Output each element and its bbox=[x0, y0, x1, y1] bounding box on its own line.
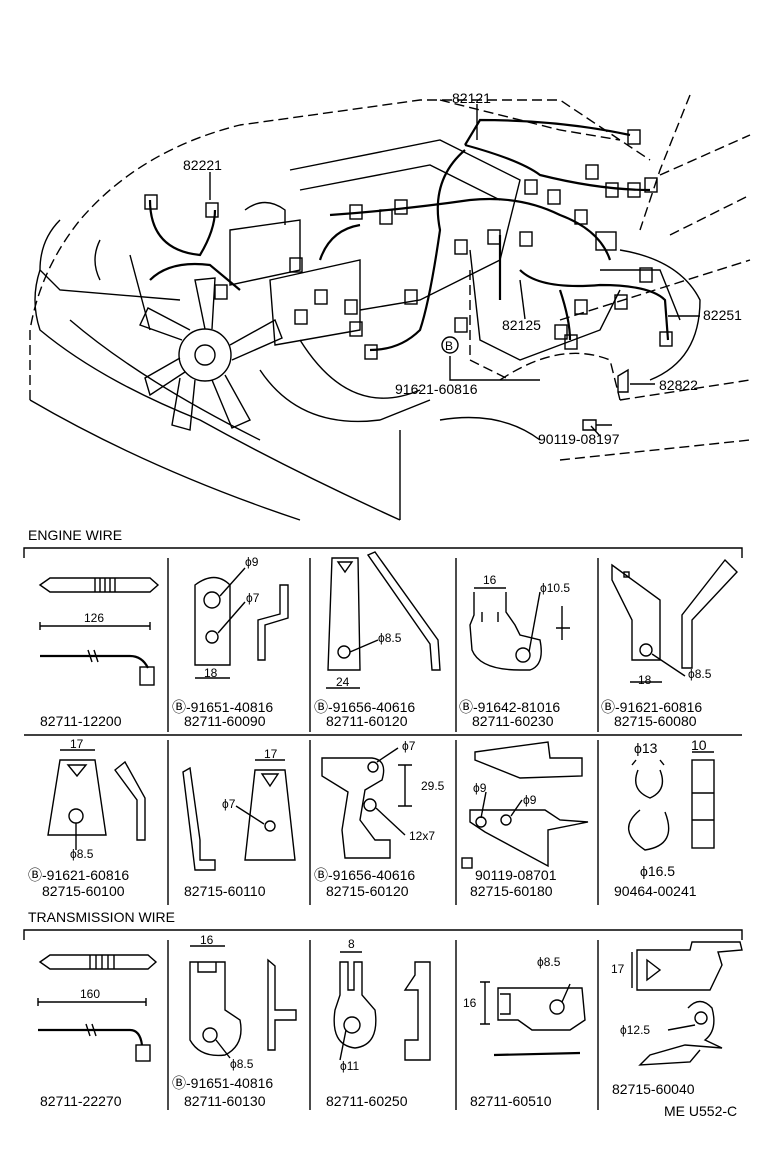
part-number: 82711-22270 bbox=[40, 1093, 122, 1109]
callout-82822: 82822 bbox=[659, 377, 698, 393]
engine-bay-illustration: B bbox=[29, 94, 751, 521]
bolt-icon bbox=[582, 419, 612, 431]
part-82711-60120-drawing bbox=[326, 551, 441, 689]
bolt-number: Ⓑ-91642-81016 bbox=[459, 699, 560, 715]
part-number: 82711-60130 bbox=[184, 1093, 266, 1109]
part-number: 82715-60110 bbox=[184, 883, 266, 899]
part-82711-60090-drawing bbox=[194, 567, 289, 679]
dim: ϕ8.5 bbox=[537, 955, 561, 969]
bolt-number: Ⓑ-91656-40616 bbox=[314, 867, 415, 883]
part-number: 82711-12200 bbox=[40, 713, 122, 729]
fan-icon bbox=[139, 277, 283, 431]
dim: ϕ7 bbox=[222, 797, 236, 811]
part-number: 82715-60040 bbox=[612, 1081, 695, 1097]
dim: 16 bbox=[463, 996, 477, 1010]
bolt-number: Ⓑ-91651-40816 bbox=[172, 699, 273, 715]
dim: 24 bbox=[336, 675, 350, 689]
dim: ϕ7 bbox=[402, 739, 416, 753]
callout-82121: 82121 bbox=[452, 90, 491, 106]
part-number: 82711-60510 bbox=[470, 1093, 552, 1109]
dim: 18 bbox=[638, 673, 652, 687]
part-number: 82711-60090 bbox=[184, 713, 266, 729]
dim: ϕ8.5 bbox=[70, 847, 94, 861]
dim: 160 bbox=[80, 987, 100, 1001]
dim: 12x7 bbox=[409, 829, 435, 843]
part-82715-60120-drawing bbox=[321, 747, 412, 859]
part-82711-12200-drawing bbox=[38, 577, 160, 686]
footer-code: ME U552-C bbox=[664, 1103, 737, 1119]
svg-text:B: B bbox=[445, 339, 453, 353]
dim: 126 bbox=[84, 611, 104, 625]
part-82715-60080-drawing bbox=[611, 558, 738, 683]
clamp-82822-icon bbox=[617, 368, 629, 393]
callout-bolt-91621: 91621-60816 bbox=[395, 381, 478, 397]
part-number: 90464-00241 bbox=[614, 883, 697, 899]
dim: 17 bbox=[264, 747, 278, 761]
part-82715-60040-drawing bbox=[631, 941, 743, 1066]
dim: ϕ7 bbox=[246, 591, 260, 605]
part-number: 82711-60120 bbox=[326, 713, 408, 729]
part-number: 82715-60120 bbox=[326, 883, 409, 899]
part-number: 82715-60100 bbox=[42, 883, 125, 899]
dim: 10 bbox=[691, 737, 707, 753]
bolt-number: 90119-08701 bbox=[475, 867, 557, 883]
part-number: 82711-60250 bbox=[326, 1093, 408, 1109]
dim: ϕ9 bbox=[473, 781, 487, 795]
dim: 17 bbox=[70, 737, 84, 751]
part-82711-22270-drawing bbox=[37, 954, 158, 1062]
dim: 8 bbox=[348, 937, 355, 951]
bolt-number: Ⓑ-91656-40616 bbox=[314, 699, 415, 715]
part-82711-60250-drawing bbox=[333, 951, 431, 1061]
dim: ϕ9 bbox=[245, 555, 259, 569]
dim: 18 bbox=[204, 666, 218, 680]
section-transmission-wire: TRANSMISSION WIRE bbox=[28, 909, 175, 925]
dim: ϕ11 bbox=[340, 1059, 360, 1073]
callout-82251: 82251 bbox=[703, 307, 742, 323]
engine-grid bbox=[24, 558, 742, 905]
dim: ϕ9 bbox=[523, 793, 537, 807]
dim: ϕ10.5 bbox=[540, 581, 570, 595]
part-82711-60510-drawing bbox=[480, 981, 586, 1057]
dim: ϕ8.5 bbox=[688, 667, 712, 681]
part-82715-60180-drawing bbox=[461, 741, 589, 869]
callout-bolt-90119: 90119-08197 bbox=[538, 431, 620, 447]
dim: ϕ13 bbox=[634, 740, 658, 756]
dim: ϕ12.5 bbox=[620, 1023, 650, 1037]
callout-82125: 82125 bbox=[502, 317, 541, 333]
part-82711-60230-drawing bbox=[469, 587, 570, 671]
part-90464-00241-drawing bbox=[628, 751, 715, 851]
bolt-number: Ⓑ-91651-40816 bbox=[172, 1075, 273, 1091]
dim: ϕ8.5 bbox=[230, 1057, 254, 1071]
trans-grid bbox=[167, 940, 599, 1110]
dim: 16 bbox=[200, 933, 214, 947]
bolt-number: Ⓑ-91621-60816 bbox=[601, 699, 702, 715]
part-number: 82711-60230 bbox=[472, 713, 554, 729]
part-82715-60110-drawing bbox=[182, 759, 296, 871]
bolt-number: Ⓑ-91621-60816 bbox=[28, 867, 129, 883]
part-number: 82715-60080 bbox=[614, 713, 697, 729]
callout-82221: 82221 bbox=[183, 157, 222, 173]
bolt-b-icon: B bbox=[441, 336, 459, 354]
dim: 29.5 bbox=[421, 779, 445, 793]
part-82711-60130-drawing bbox=[189, 945, 297, 1059]
dim: 16 bbox=[483, 573, 497, 587]
dim: 17 bbox=[611, 962, 625, 976]
section-engine-wire: ENGINE WIRE bbox=[28, 527, 122, 543]
dim: ϕ16.5 bbox=[640, 863, 675, 879]
part-82715-60100-drawing bbox=[47, 749, 146, 850]
part-number: 82715-60180 bbox=[470, 883, 553, 899]
dim: ϕ8.5 bbox=[378, 631, 402, 645]
